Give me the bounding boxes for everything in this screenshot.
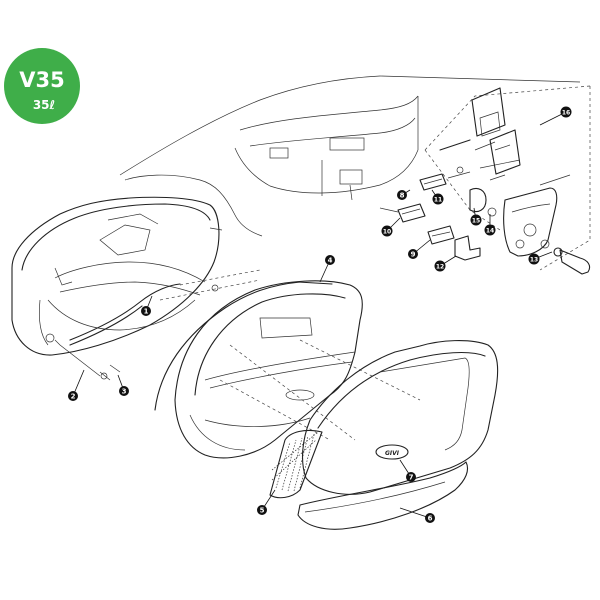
callout-3: 3 — [119, 386, 129, 396]
callout-label: 15 — [472, 218, 480, 225]
reflector-panel — [269, 429, 323, 499]
model-badge: V35 35ℓ — [4, 48, 80, 124]
callout-5: 5 — [257, 505, 267, 515]
callout-6: 6 — [425, 513, 435, 523]
badge-capacity: 35ℓ — [33, 98, 55, 112]
lid-logo-text: GIVI — [385, 450, 400, 457]
hinge-parts — [379, 171, 471, 245]
callout-label: 7 — [409, 474, 414, 482]
callout-13: 13 — [528, 253, 540, 265]
callout-label: 1 — [144, 308, 149, 316]
callout-label: 3 — [122, 388, 127, 396]
callout-label: 2 — [71, 393, 76, 401]
badge-circle — [4, 48, 80, 124]
callout-10: 10 — [381, 225, 393, 237]
callout-2: 2 — [68, 391, 78, 401]
callout-label: 4 — [328, 257, 333, 265]
callout-11: 11 — [432, 193, 444, 205]
motorcycle-tail-outline — [119, 75, 581, 237]
callout-label: 12 — [436, 264, 444, 271]
callout-label: 6 — [428, 515, 433, 523]
callout-15: 15 — [470, 214, 482, 226]
seal-strip — [154, 281, 333, 411]
callout-label: 14 — [486, 228, 494, 235]
left-case-frame — [11, 196, 261, 381]
callout-7: 7 — [406, 472, 416, 482]
callout-label: 16 — [562, 110, 570, 117]
bottom-trim — [297, 461, 469, 530]
callout-12: 12 — [434, 260, 446, 272]
callout-label: 13 — [530, 257, 538, 264]
callout-label: 10 — [383, 229, 391, 236]
callout-14: 14 — [484, 224, 496, 236]
callout-label: 11 — [434, 197, 442, 204]
callout-4: 4 — [325, 255, 335, 265]
lock-mechanism-group — [424, 85, 591, 275]
callout-label: 5 — [260, 507, 265, 515]
case-lid: GIVI — [301, 340, 499, 495]
callout-16: 16 — [560, 106, 572, 118]
lid-logo-plate — [375, 444, 409, 460]
badge-model: V35 — [19, 68, 64, 92]
callout-label: 8 — [400, 192, 405, 200]
callout-8: 8 — [397, 190, 407, 200]
callout-1: 1 — [141, 306, 151, 316]
callout-9: 9 — [408, 249, 418, 259]
callout-label: 9 — [411, 251, 416, 259]
